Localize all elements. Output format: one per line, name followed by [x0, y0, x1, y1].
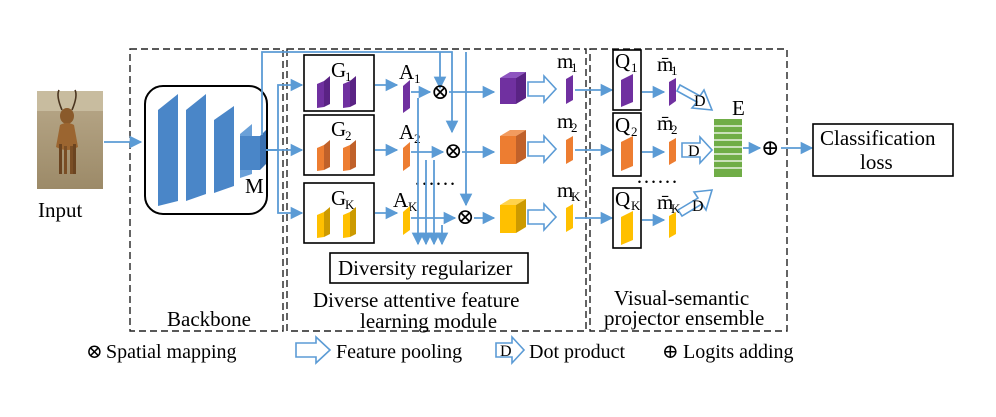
module-title-line1: Diverse attentive feature [313, 288, 519, 312]
ak-label: A [393, 188, 409, 212]
spatial-mapping-2: ⊗ [444, 138, 462, 163]
module-ellipsis: …… [414, 166, 456, 190]
legend-dot-product-label: Dot product [529, 341, 626, 363]
svg-text:K: K [671, 201, 681, 216]
legend: ⊗ Spatial mapping Feature pooling D Dot … [86, 334, 794, 366]
svg-text:1: 1 [671, 63, 678, 78]
a1-label: A [399, 60, 415, 84]
spatial-mapping-k: ⊗ [456, 204, 474, 229]
module-title-line2: learning module [360, 309, 497, 333]
backbone-m-label: M [245, 174, 264, 198]
legend-logits-adding-label: Logits adding [683, 341, 794, 363]
mbar1-label: m̄ [657, 52, 673, 76]
mbark-block [669, 212, 676, 238]
projector-arrows-mid [642, 85, 666, 227]
m1-label: m [557, 49, 573, 73]
g1-box [303, 54, 375, 112]
legend-feature-pooling-label: Feature pooling [336, 341, 462, 363]
legend-spatial-mapping-label: Spatial mapping [106, 341, 237, 363]
q2-label: Q [615, 113, 630, 137]
pooling-1 [527, 73, 558, 105]
a2-label: A [399, 120, 415, 144]
svg-text:D: D [694, 93, 706, 110]
projector-title-line1: Visual-semantic [614, 286, 749, 310]
q1-box [612, 49, 642, 111]
legend-spatial-mapping-symbol: ⊗ [86, 341, 103, 363]
mk-label: m [557, 178, 573, 202]
mbark-label: m̄ [657, 190, 673, 214]
spatial-mapping-1: ⊗ [431, 79, 449, 104]
svg-text:2: 2 [345, 128, 352, 143]
legend-pooling-icon [295, 335, 332, 365]
mbar1-block [669, 78, 676, 106]
svg-text:1: 1 [414, 71, 421, 86]
svg-text:2: 2 [671, 122, 678, 137]
svg-text:1: 1 [345, 69, 352, 84]
classification-loss-box [812, 123, 954, 177]
classification-loss-line1: Classification [820, 126, 936, 150]
ensemble-stack [714, 119, 742, 177]
qk-block [621, 211, 633, 245]
diversity-regularizer-box [329, 252, 529, 284]
mbar2-block [669, 138, 676, 165]
q2-block [621, 136, 633, 171]
q1-block [621, 74, 633, 107]
dot-product-arrows: D D D [675, 83, 714, 218]
svg-text:2: 2 [631, 124, 638, 139]
q2-box [612, 112, 642, 177]
input-label: Input [38, 198, 82, 222]
g2-label: G [331, 117, 346, 141]
projector-region [589, 48, 788, 332]
pooling-2 [527, 133, 558, 165]
input-image [37, 89, 103, 189]
module-region [286, 48, 587, 332]
mbar2-label: m̄ [657, 111, 673, 135]
logits-adding-symbol: ⊕ [761, 135, 779, 160]
g2-box [303, 114, 375, 176]
qk-box [612, 187, 642, 249]
diversity-regularizer-label: Diversity regularizer [338, 256, 512, 280]
regularizer-arrows [411, 98, 449, 246]
legend-logits-adding-symbol: ⊕ [662, 341, 679, 363]
branch-k: G K A K ⊗ m K [303, 178, 581, 244]
svg-text:K: K [631, 198, 641, 213]
legend-dot-product-icon [495, 334, 526, 366]
g1-label: G [331, 58, 346, 82]
pooling-k [527, 201, 558, 233]
svg-text:2: 2 [571, 120, 578, 135]
gk-box [303, 182, 375, 244]
svg-text:K: K [408, 199, 418, 214]
backbone-region [129, 48, 284, 332]
svg-text:D: D [500, 343, 512, 360]
q1-label: Q [615, 49, 630, 73]
gk-label: G [331, 186, 346, 210]
projector-title-line2: projector ensemble [604, 306, 764, 330]
svg-text:1: 1 [631, 60, 638, 75]
qk-label: Q [615, 187, 630, 211]
svg-text:K: K [345, 197, 355, 212]
projector-ellipsis: …… [636, 164, 678, 188]
branch-2: G 2 A 2 ⊗ m 2 [303, 109, 578, 176]
svg-text:1: 1 [571, 60, 578, 75]
projector-arrows-in [575, 83, 614, 225]
backbone-title: Backbone [167, 307, 251, 331]
svg-text:K: K [571, 189, 581, 204]
svg-text:D: D [692, 198, 704, 215]
classification-loss-line2: loss [860, 150, 893, 174]
backbone-layers [158, 94, 266, 206]
ensemble-label: E [732, 96, 745, 120]
m2-label: m [557, 109, 573, 133]
svg-text:D: D [688, 143, 700, 160]
branch-1: G 1 A 1 ⊗ m 1 [303, 49, 578, 113]
